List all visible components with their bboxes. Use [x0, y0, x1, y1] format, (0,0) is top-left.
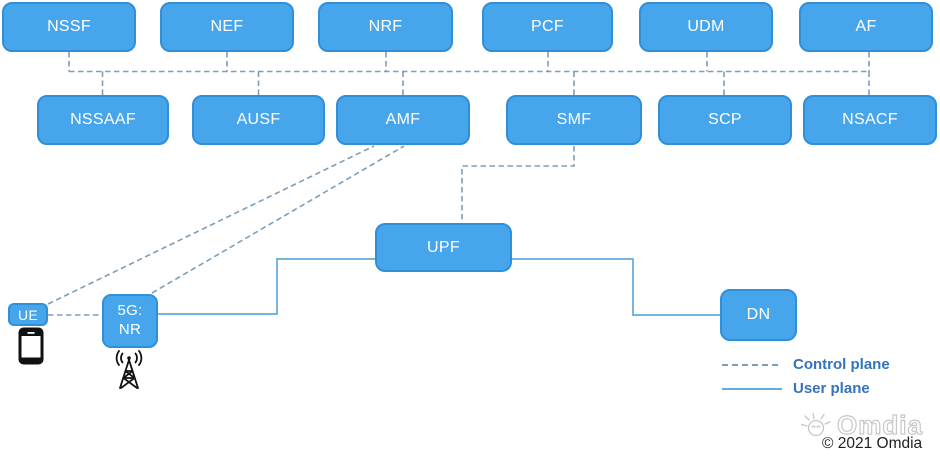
node-ue: UE — [8, 303, 48, 326]
legend-user-plane-label: User plane — [793, 380, 870, 397]
node-af-label: AF — [855, 18, 877, 35]
ran-upf-link — [158, 258, 375, 315]
control-plane-bottom-stubs — [101, 71, 870, 95]
node-5g-nr-label-line1: 5G: — [117, 302, 143, 320]
user-plane-line-swatch — [722, 387, 782, 390]
amf-ue-link — [47, 145, 375, 305]
node-upf-label: UPF — [427, 238, 460, 256]
omdia-watermark-text: Omdia — [836, 409, 923, 440]
legend-control-plane-label: Control plane — [793, 356, 890, 373]
node-5g-nr: 5G: NR — [102, 294, 158, 348]
node-pcf: PCF — [482, 2, 613, 52]
node-scp-label: SCP — [708, 111, 742, 128]
node-udm-label: UDM — [687, 18, 725, 35]
control-plane-line-swatch — [722, 363, 782, 366]
legend-user-plane: User plane — [722, 380, 870, 397]
node-nssf: NSSF — [2, 2, 136, 52]
node-af: AF — [799, 2, 933, 52]
node-dn: DN — [720, 289, 797, 341]
node-ue-label: UE — [17, 306, 39, 323]
node-dn-label: DN — [746, 306, 771, 323]
legend-control-plane: Control plane — [722, 356, 890, 373]
node-nef-label: NEF — [210, 18, 244, 35]
node-ausf-label: AUSF — [236, 111, 281, 128]
control-plane-top-stubs — [68, 52, 870, 72]
node-smf-label: SMF — [556, 111, 592, 128]
node-nsacf: NSACF — [803, 95, 937, 145]
node-nrf-label: NRF — [368, 18, 403, 35]
amf-ran-link — [151, 145, 405, 294]
node-pcf-label: PCF — [531, 18, 564, 35]
node-nsacf-label: NSACF — [842, 111, 898, 128]
copyright-text: © 2021 Omdia — [822, 435, 923, 452]
node-5g-nr-label-line2: NR — [118, 321, 142, 338]
node-nssf-label: NSSF — [47, 18, 91, 35]
node-smf: SMF — [506, 95, 642, 145]
omdia-watermark: Omdia — [799, 409, 923, 441]
node-nrf: NRF — [318, 2, 453, 52]
node-upf: UPF — [375, 223, 512, 272]
smartphone-icon — [18, 327, 44, 370]
node-udm: UDM — [639, 2, 773, 52]
node-scp: SCP — [658, 95, 792, 145]
node-nef: NEF — [160, 2, 294, 52]
radio-tower-icon — [110, 350, 148, 395]
upf-dn-link — [512, 258, 720, 316]
smf-upf-link — [461, 146, 575, 222]
node-amf-label: AMF — [385, 111, 421, 128]
omdia-logo-icon — [800, 412, 831, 436]
node-ausf: AUSF — [192, 95, 325, 145]
node-nssaaf: NSSAAF — [37, 95, 169, 145]
node-amf: AMF — [336, 95, 470, 145]
node-nssaaf-label: NSSAAF — [70, 111, 136, 128]
